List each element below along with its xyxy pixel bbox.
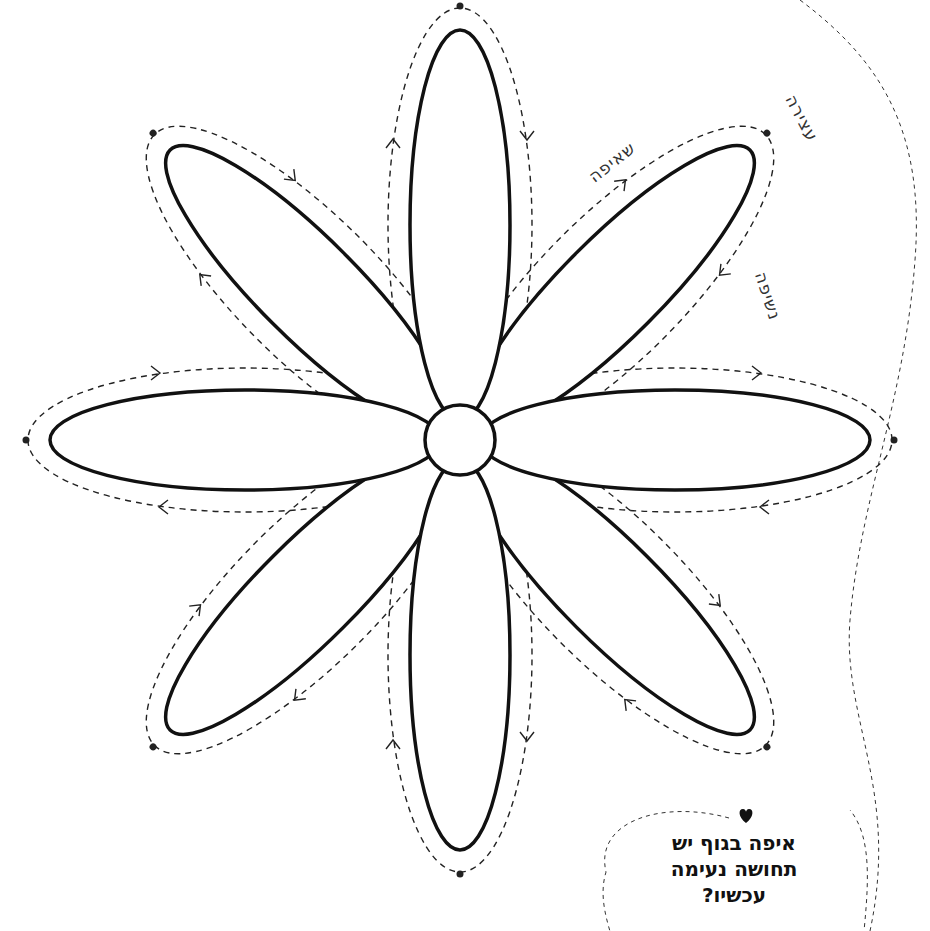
petals	[50, 30, 870, 850]
step-label: שאיפה	[585, 138, 640, 187]
question-text: איפה בגוף יש תחושה נעימה עכשיו?	[649, 830, 819, 908]
step-label: נשיפה	[751, 269, 785, 322]
question-bubble: איפה בגוף יש תחושה נעימה עכשיו?	[598, 800, 870, 931]
breath-trails	[23, 3, 898, 878]
step-label: עצירה	[781, 91, 822, 145]
